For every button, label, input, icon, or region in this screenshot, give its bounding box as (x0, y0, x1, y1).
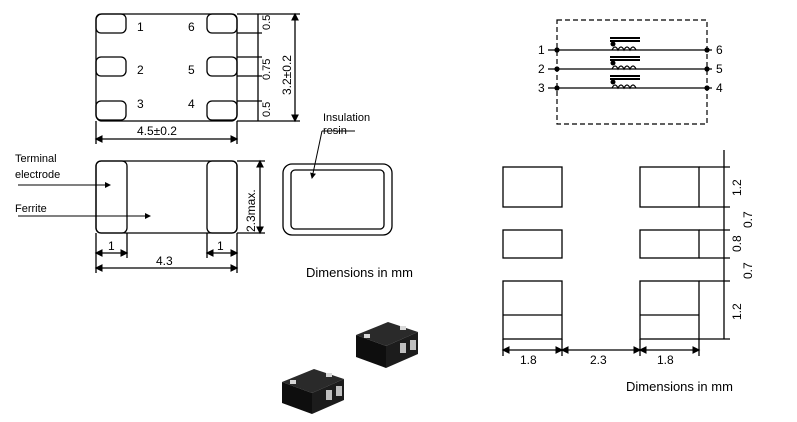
side-left-terminal (95, 160, 128, 234)
side-view (18, 159, 265, 273)
schematic-pin-6: 6 (716, 43, 723, 57)
schematic-dashed-frame (556, 19, 708, 125)
top-pin-4-label: 4 (188, 97, 195, 111)
side-length-dim: 4.3 (156, 254, 173, 268)
top-pad-2 (95, 56, 127, 77)
top-height-dim: 3.2±0.2 (280, 55, 294, 95)
top-view-body (95, 13, 238, 122)
top-pin-5-label: 5 (188, 63, 195, 77)
land-pattern (501, 150, 730, 356)
top-pitch-c-dim: 0.5 (261, 102, 273, 117)
land-pad-left-mid (502, 229, 563, 259)
top-pitch-b-dim: 0.75 (261, 59, 273, 80)
side-left-terminal-dim: 1 (108, 239, 115, 253)
side-height-dim: 2.3max. (244, 189, 258, 232)
side-right-terminal-dim: 1 (217, 239, 224, 253)
product-photo (282, 322, 418, 414)
terminal-label-line2: electrode (15, 169, 60, 181)
end-view (282, 130, 393, 236)
schematic (548, 19, 712, 125)
left-caption: Dimensions in mm (306, 265, 413, 280)
top-pin-1-label: 1 (137, 20, 144, 34)
land-dim-x-right: 1.8 (657, 353, 674, 367)
land-dim-x-left: 1.8 (520, 353, 537, 367)
terminal-label-line1: Terminal (15, 153, 57, 165)
schematic-pin-3: 3 (538, 81, 545, 95)
insulation-label-line1: Insulation (323, 112, 370, 124)
schematic-polarity-dots (610, 41, 616, 85)
coil-2 (611, 65, 637, 71)
top-view (94, 12, 300, 144)
top-pad-6 (206, 13, 238, 34)
land-dim-y-1: 1.2 (730, 179, 744, 196)
schematic-pin-2: 2 (538, 62, 545, 76)
coil-1 (611, 46, 637, 52)
top-width-dim: 4.5±0.2 (137, 124, 177, 138)
land-dim-x-gap: 2.3 (590, 353, 607, 367)
land-pad-right-bottom (639, 280, 700, 340)
top-pad-5 (206, 56, 238, 77)
top-pin-3-label: 3 (137, 97, 144, 111)
side-right-terminal (206, 160, 238, 234)
land-dim-y-4: 0.7 (741, 262, 755, 279)
land-pad-right-mid (639, 229, 700, 259)
top-pin-2-label: 2 (137, 63, 144, 77)
top-pad-1 (95, 13, 127, 34)
chip-photo-back (356, 322, 418, 368)
chip-photo-front (282, 369, 344, 414)
land-dim-y-3: 0.8 (730, 235, 744, 252)
land-dim-y-2: 0.7 (741, 211, 755, 228)
top-pitch-a-dim: 0.5 (261, 15, 273, 30)
land-pad-left-top (502, 166, 563, 208)
side-view-body (95, 160, 238, 234)
end-view-outer (282, 163, 393, 236)
top-pad-4 (206, 100, 238, 121)
insulation-label-line2: resin (323, 125, 347, 137)
end-view-inner (290, 169, 385, 230)
land-pad-left-bottom (502, 280, 563, 340)
ferrite-label: Ferrite (15, 203, 47, 215)
land-pad-right-top (639, 166, 700, 208)
top-pad-3 (95, 100, 127, 121)
coil-3 (611, 84, 637, 90)
right-caption: Dimensions in mm (626, 379, 733, 394)
land-dim-y-5: 1.2 (730, 303, 744, 320)
schematic-pin-4: 4 (716, 81, 723, 95)
schematic-pin-5: 5 (716, 62, 723, 76)
schematic-pin-1: 1 (538, 43, 545, 57)
top-pin-6-label: 6 (188, 20, 195, 34)
